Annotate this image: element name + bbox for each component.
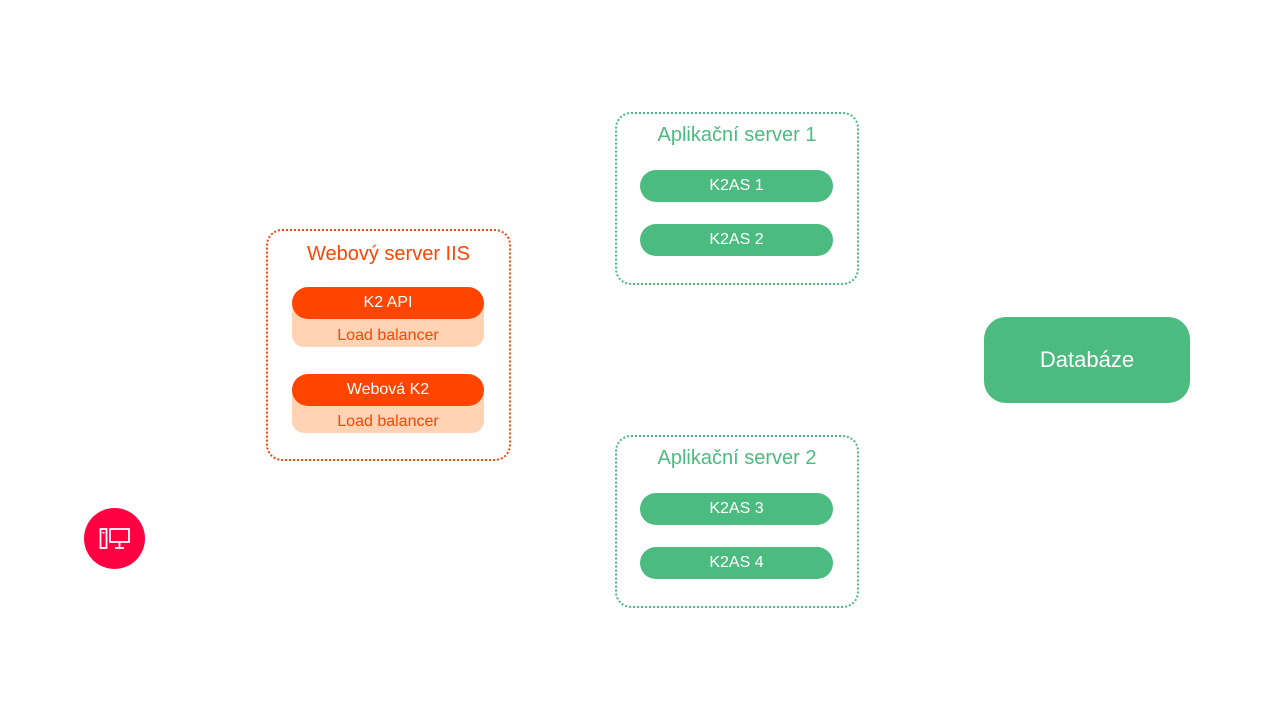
- web-server-group: Webový server IIS K2 API Load balancer W…: [266, 229, 511, 461]
- web-server-title: Webový server IIS: [306, 243, 471, 265]
- app-server-1-title: Aplikační server 1: [657, 124, 817, 146]
- k2as-instance: K2AS 2: [640, 224, 833, 256]
- k2as-instance: K2AS 1: [640, 170, 833, 202]
- database-node: Databáze: [984, 317, 1190, 403]
- k2as-instance: K2AS 4: [640, 547, 833, 579]
- k2as-instance: K2AS 3: [640, 493, 833, 525]
- app-server-2-group: Aplikační server 2 K2AS 3 K2AS 4: [615, 435, 859, 608]
- webova-k2-component: Webová K2: [292, 374, 484, 406]
- desktop-computer-icon: [99, 527, 130, 549]
- app-server-1-group: Aplikační server 1 K2AS 1 K2AS 2: [615, 112, 859, 285]
- k2-api-component: K2 API: [292, 287, 484, 319]
- app-server-2-title: Aplikační server 2: [657, 447, 817, 469]
- client-node: [84, 508, 145, 569]
